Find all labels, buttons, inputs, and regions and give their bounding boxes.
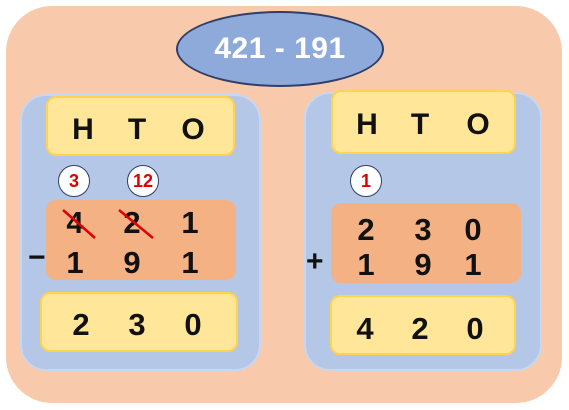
left-header-tens: T <box>127 113 147 146</box>
sum-tens: 2 <box>411 311 429 346</box>
difference-ones: 0 <box>184 307 202 342</box>
minus-sign: − <box>28 241 46 274</box>
addend-tens: 3 <box>414 212 432 247</box>
borrow-mark-tens: 12 <box>127 165 159 197</box>
sum-hundreds: 4 <box>356 311 374 346</box>
subtrahend-tens: 9 <box>123 245 141 280</box>
minuend-hundreds: 4 <box>66 205 84 240</box>
right-digits-box <box>331 203 521 283</box>
right-result-box <box>330 295 516 355</box>
left-result-box <box>40 292 238 352</box>
second-addend-ones: 1 <box>464 247 482 282</box>
left-place-value-header <box>46 96 235 156</box>
second-addend-tens: 9 <box>414 247 432 282</box>
difference-hundreds: 2 <box>72 307 90 342</box>
carry-mark-hundreds: 1 <box>350 165 382 197</box>
addend-ones: 0 <box>464 212 482 247</box>
right-header-ones: O <box>466 108 490 141</box>
right-header-tens: T <box>410 108 430 141</box>
second-addend-hundreds: 1 <box>357 247 375 282</box>
addend-hundreds: 2 <box>357 212 375 247</box>
subtrahend-hundreds: 1 <box>66 245 84 280</box>
plus-sign: + <box>306 245 324 278</box>
minuend-tens: 2 <box>123 205 141 240</box>
problem-title: 421 - 191 <box>214 32 346 65</box>
left-header-ones: O <box>181 113 205 146</box>
borrow-mark-hundreds: 3 <box>58 165 90 197</box>
title-oval: 421 - 191 <box>176 11 384 87</box>
sum-ones: 0 <box>466 311 484 346</box>
right-header-hundreds: H <box>356 108 378 141</box>
subtrahend-ones: 1 <box>181 245 199 280</box>
right-place-value-header <box>331 90 516 154</box>
minuend-ones: 1 <box>181 205 199 240</box>
difference-tens: 3 <box>128 307 146 342</box>
left-header-hundreds: H <box>72 113 94 146</box>
